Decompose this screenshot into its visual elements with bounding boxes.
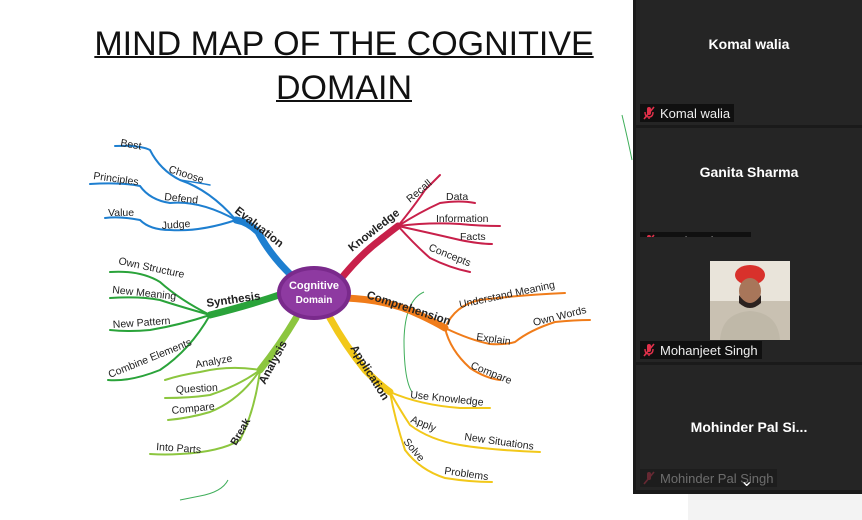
leaf-break: Break [228,416,253,447]
participant-name-1: Komal walia [708,36,790,52]
branch-comprehension [342,292,591,381]
participants-panel: Komal walia Komal walia Ganita Sharma Ga… [633,0,862,494]
leaf-compare-comprehension: Compare [469,360,514,387]
branch-application [326,314,541,483]
label-application: Application [347,343,390,402]
leaf-principles: Principles [93,170,140,188]
leaf-question: Question [176,382,219,396]
participant-label-3: Mohanjeet Singh [640,341,762,359]
leaf-own-words: Own Words [532,304,588,329]
center-line-1: Cognitive [289,280,339,292]
leaf-concepts: Concepts [427,242,473,270]
label-comprehension: Comprehension [365,289,452,327]
participant-video [710,261,790,340]
mind-map: Cognitive Domain Evaluation Synthesis An… [89,114,633,501]
leaf-best: Best [119,137,142,152]
participant-label-text-3: Mohanjeet Singh [660,342,758,358]
leaf-information: Information [436,213,489,225]
slide-title-line-1: MIND MAP OF THE COGNITIVE [94,25,594,63]
participant-name-4: Mohinder Pal Si... [690,419,808,435]
participant-label-text-1: Komal walia [660,105,731,121]
slide-title: MIND MAP OF THE COGNITIVE DOMAIN [60,22,628,110]
participant-video-frame [710,261,790,340]
branch-synthesis [107,270,286,382]
participant-label-4: Mohinder Pal Singh [640,469,778,487]
leaf-data: Data [446,191,468,203]
leaf-into-parts: Into Parts [156,441,202,456]
branch-evaluation [89,144,296,280]
participant-tile-2[interactable]: Ganita Sharma Ganita Sharma [636,128,862,253]
label-evaluation: Evaluation [232,205,285,250]
chevron-down-icon[interactable]: ⌄ [740,473,754,490]
leaf-explain: Explain [476,331,512,348]
leaf-apply: Apply [409,414,439,435]
branch-knowledge [336,174,501,284]
leaf-value: Value [108,207,134,219]
participant-label-1: Komal walia [640,104,735,122]
mic-muted-icon [643,471,655,485]
leaf-compare-analysis: Compare [171,401,215,417]
mic-muted-icon [643,106,655,120]
participant-tile-1[interactable]: Komal walia Komal walia [636,0,862,125]
mic-muted-icon [643,343,655,357]
participant-tile-4[interactable]: Mohinder Pal Si... Mohinder Pal Singh [636,365,862,490]
participant-tile-3[interactable]: Mohanjeet Singh [636,237,862,362]
branch-analysis [149,314,300,456]
leaf-facts: Facts [460,231,486,243]
leaf-recall: Recall [404,177,434,205]
shared-slide: MIND MAP OF THE COGNITIVE DOMAIN [60,22,633,501]
center-line-2: Domain [296,295,333,306]
participant-name-2: Ganita Sharma [699,164,799,180]
leaf-defend: Defend [164,191,199,206]
leaf-new-pattern: New Pattern [112,315,171,331]
participant-label-text-4: Mohinder Pal Singh [660,470,774,486]
slide-title-line-2: DOMAIN [276,69,412,107]
leaf-judge: Judge [161,218,191,232]
